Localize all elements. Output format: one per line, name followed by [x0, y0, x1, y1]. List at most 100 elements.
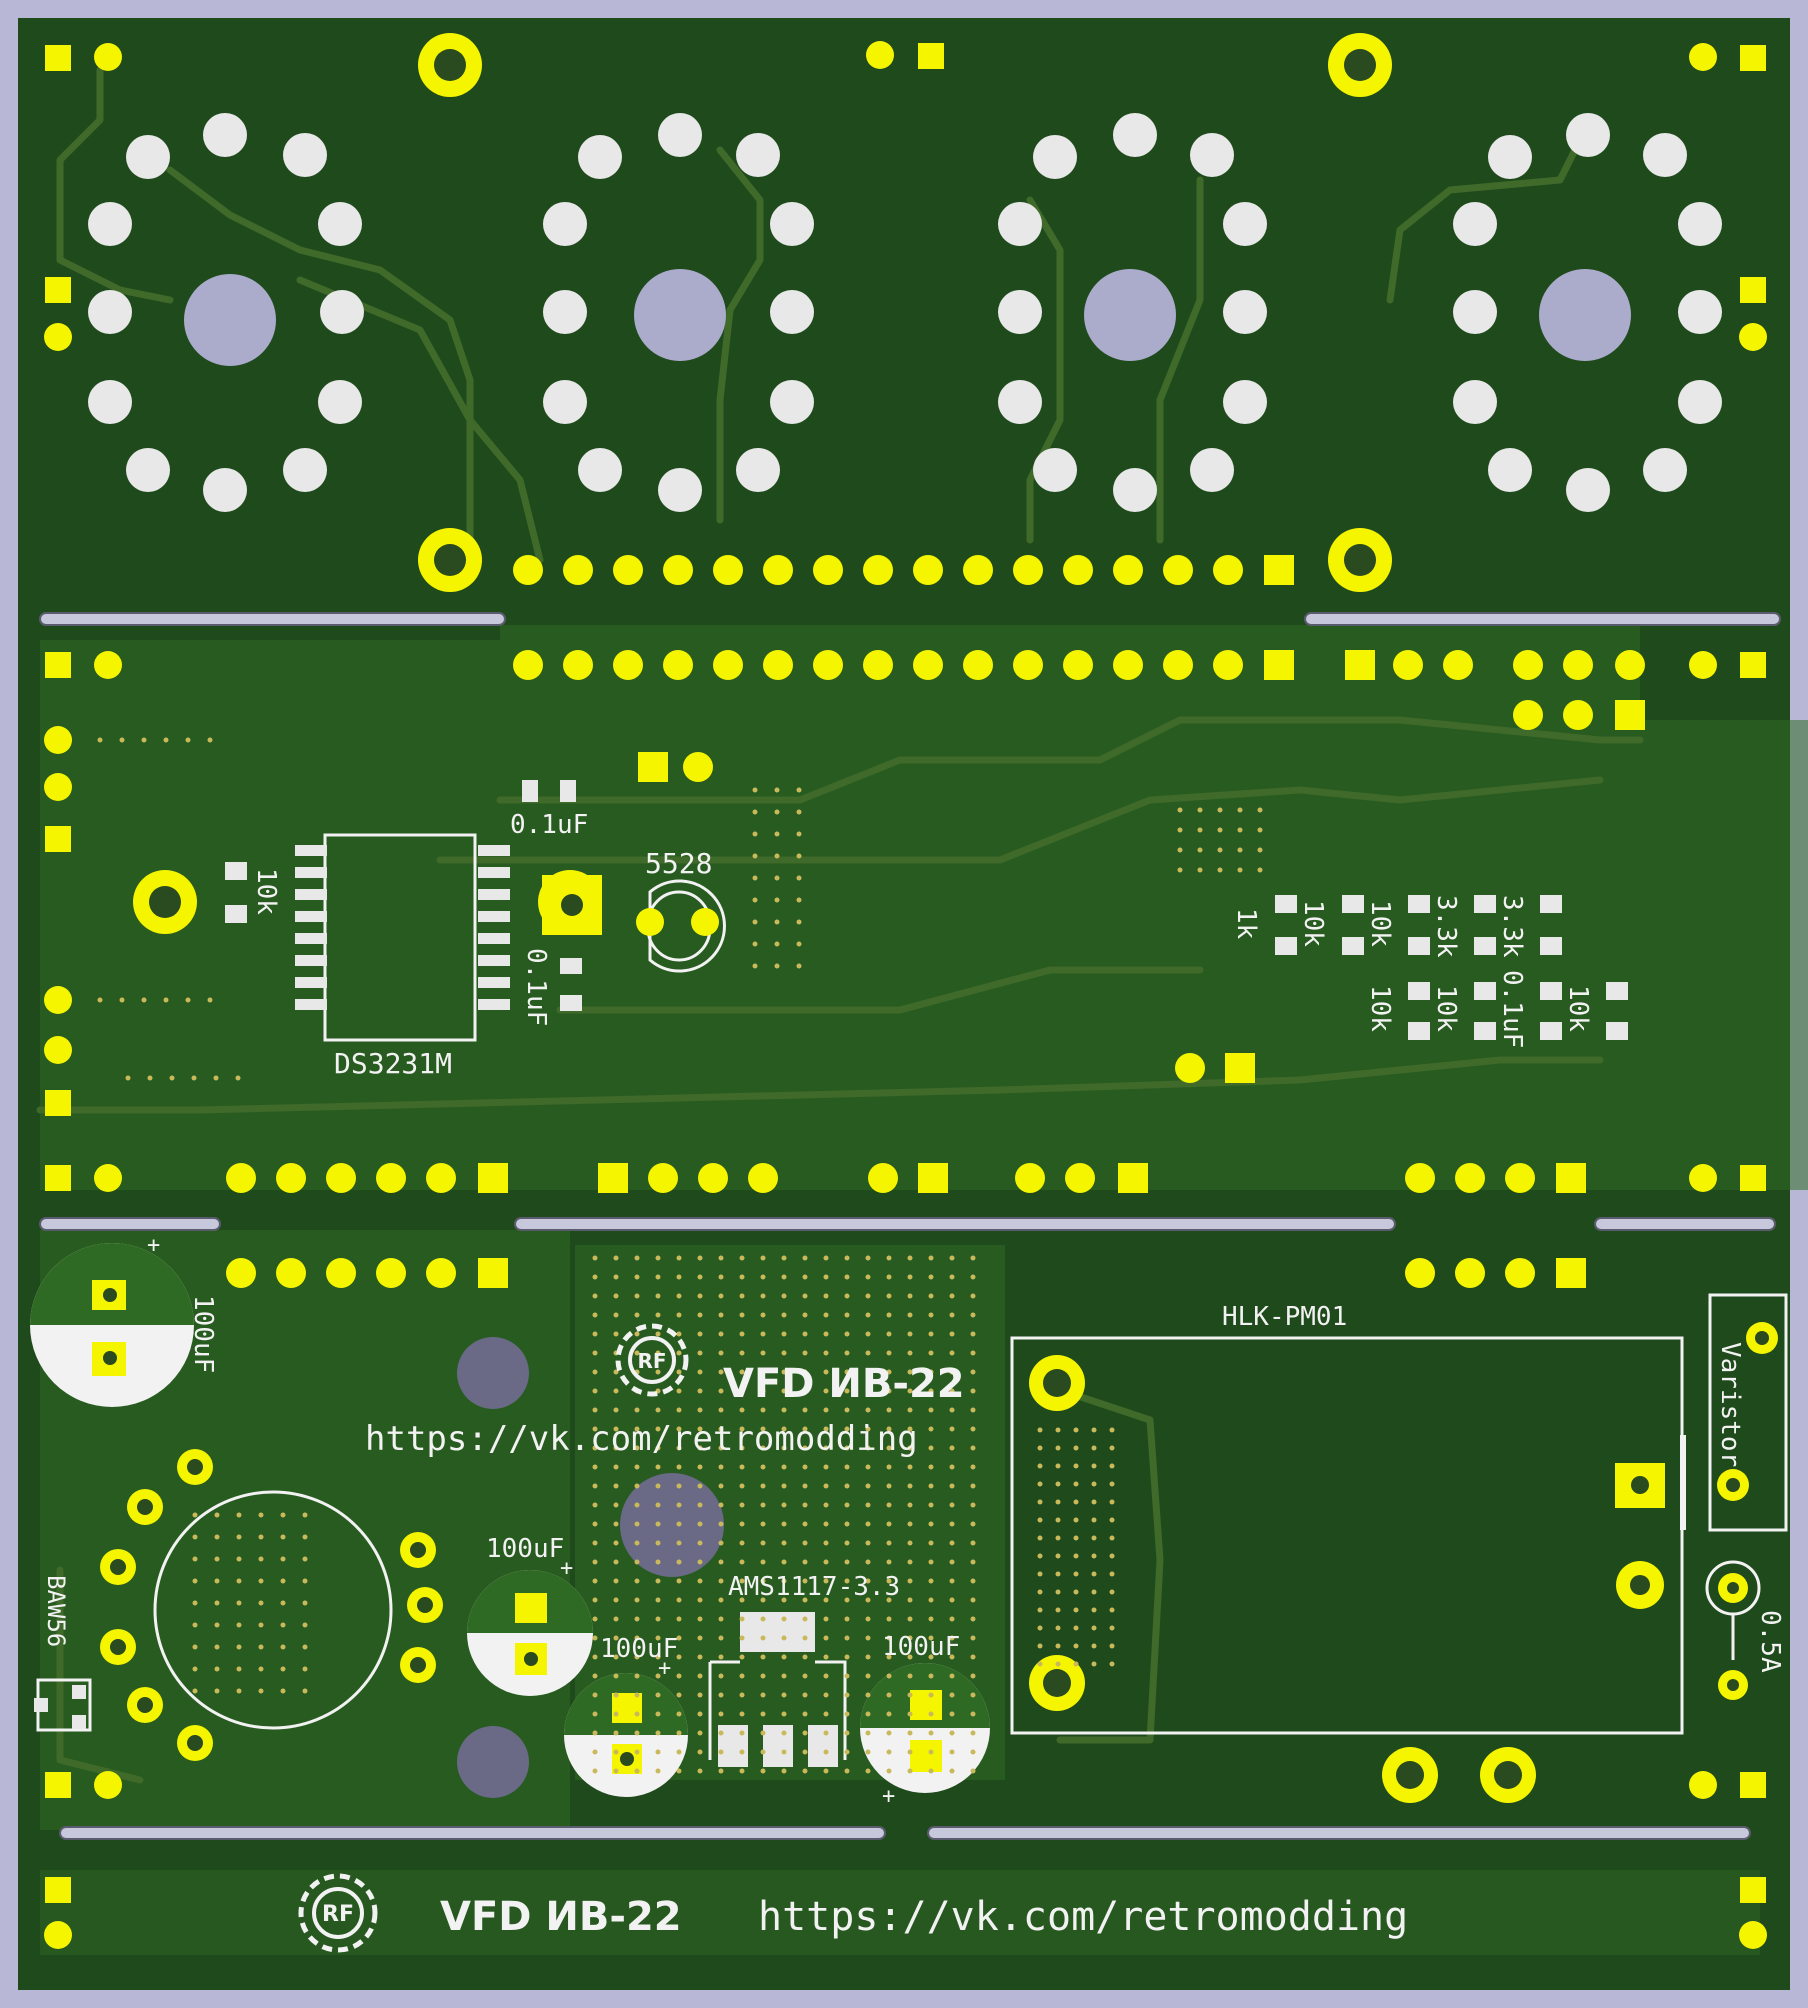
- crystal-5528: [636, 879, 726, 973]
- via: [774, 941, 780, 947]
- via: [907, 1730, 913, 1736]
- via: [949, 1730, 955, 1736]
- via: [280, 1622, 286, 1628]
- via: [1109, 1463, 1115, 1469]
- via: [844, 1730, 850, 1736]
- polarity-plus: +: [147, 1233, 160, 1258]
- via: [844, 1407, 850, 1413]
- via: [760, 1559, 766, 1565]
- via: [865, 1369, 871, 1375]
- via: [280, 1600, 286, 1606]
- via: [1257, 827, 1263, 833]
- via: [655, 1293, 661, 1299]
- label-res-3-3k-2: 3.3k: [1497, 895, 1527, 958]
- via: [634, 1559, 640, 1565]
- via: [592, 1768, 598, 1774]
- via: [907, 1388, 913, 1394]
- via: [949, 1445, 955, 1451]
- via: [634, 1730, 640, 1736]
- via: [739, 1616, 745, 1622]
- via: [739, 1559, 745, 1565]
- trace: [436, 776, 1604, 864]
- via: [970, 1730, 976, 1736]
- via: [781, 1331, 787, 1337]
- via: [886, 1597, 892, 1603]
- via: [192, 1556, 198, 1562]
- via: [739, 1578, 745, 1584]
- via: [613, 1692, 619, 1698]
- via: [970, 1502, 976, 1508]
- via: [752, 853, 758, 859]
- via: [752, 963, 758, 969]
- via: [739, 1692, 745, 1698]
- via: [823, 1407, 829, 1413]
- via: [1197, 847, 1203, 853]
- via: [280, 1534, 286, 1540]
- via: [655, 1673, 661, 1679]
- via: [907, 1464, 913, 1470]
- via: [1055, 1535, 1061, 1541]
- via: [907, 1711, 913, 1717]
- via: [928, 1255, 934, 1261]
- via: [191, 1075, 197, 1081]
- via: [796, 919, 802, 925]
- via: [613, 1312, 619, 1318]
- via: [928, 1331, 934, 1337]
- via: [781, 1540, 787, 1546]
- via: [865, 1388, 871, 1394]
- via: [774, 897, 780, 903]
- via: [907, 1312, 913, 1318]
- via: [207, 737, 213, 743]
- rf-logo-bottom-text: RF: [322, 1902, 354, 1927]
- via: [192, 1644, 198, 1650]
- via: [718, 1274, 724, 1280]
- via: [739, 1749, 745, 1755]
- via: [1073, 1589, 1079, 1595]
- via: [634, 1483, 640, 1489]
- via: [949, 1578, 955, 1584]
- via: [844, 1255, 850, 1261]
- via: [697, 1635, 703, 1641]
- via: [676, 1293, 682, 1299]
- via: [613, 1768, 619, 1774]
- via: [676, 1521, 682, 1527]
- via: [592, 1293, 598, 1299]
- via: [655, 1730, 661, 1736]
- via: [1073, 1661, 1079, 1667]
- via: [1037, 1463, 1043, 1469]
- via: [823, 1426, 829, 1432]
- via: [1091, 1625, 1097, 1631]
- via: [928, 1673, 934, 1679]
- via: [781, 1578, 787, 1584]
- via: [676, 1255, 682, 1261]
- via: [752, 941, 758, 947]
- via: [949, 1635, 955, 1641]
- via: [141, 997, 147, 1003]
- via: [236, 1534, 242, 1540]
- via: [886, 1331, 892, 1337]
- via: [718, 1407, 724, 1413]
- via: [655, 1445, 661, 1451]
- via: [280, 1512, 286, 1518]
- via: [928, 1369, 934, 1375]
- via: [823, 1502, 829, 1508]
- via: [1037, 1643, 1043, 1649]
- via: [697, 1711, 703, 1717]
- via: [676, 1369, 682, 1375]
- via: [697, 1502, 703, 1508]
- via: [192, 1622, 198, 1628]
- via: [236, 1600, 242, 1606]
- via: [592, 1388, 598, 1394]
- via: [781, 1768, 787, 1774]
- via: [258, 1666, 264, 1672]
- via: [613, 1711, 619, 1717]
- via: [781, 1407, 787, 1413]
- via: [214, 1622, 220, 1628]
- via: [655, 1521, 661, 1527]
- rf-logo: RF: [615, 1323, 689, 1397]
- via: [592, 1711, 598, 1717]
- via: [592, 1597, 598, 1603]
- via: [760, 1464, 766, 1470]
- board-url: https://vk.com/retromodding: [365, 1419, 918, 1459]
- via: [970, 1464, 976, 1470]
